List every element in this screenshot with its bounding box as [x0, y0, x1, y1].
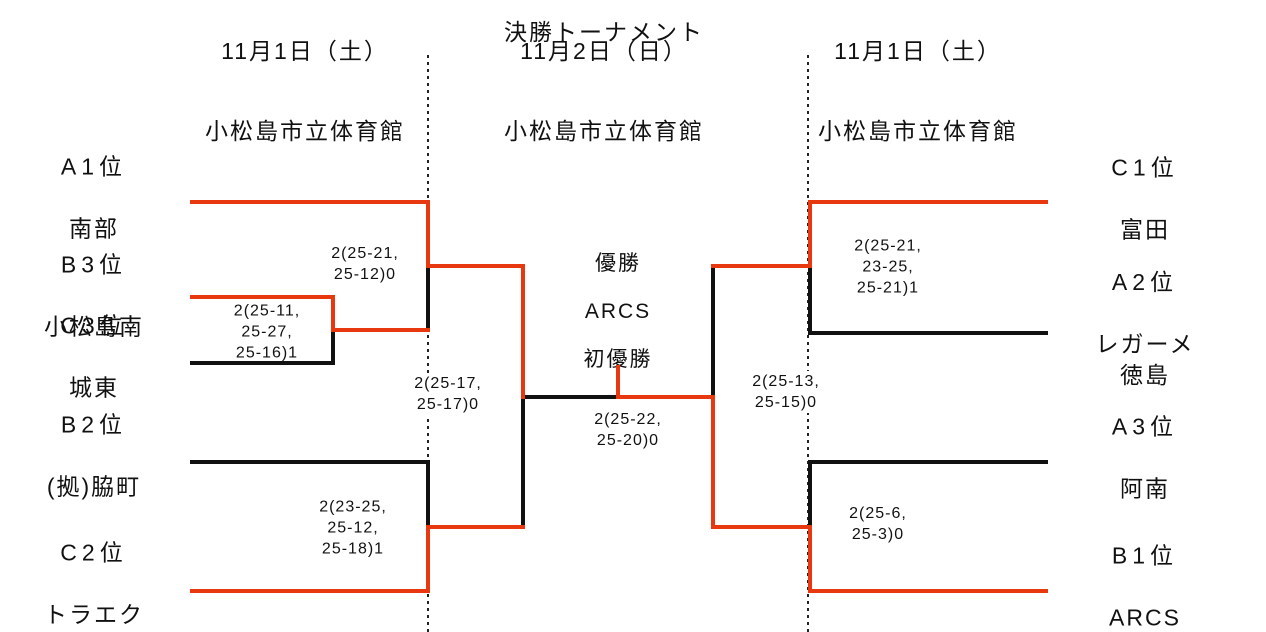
line-left-sf-join-upper-winner	[521, 264, 525, 399]
team-name: 阿南	[1119, 475, 1170, 502]
team-name: ARCS	[1109, 604, 1181, 631]
line-right-sf-join-upper	[711, 266, 715, 397]
team-name: トラエク	[44, 601, 144, 628]
line-team-tomida-winner	[808, 200, 1048, 204]
team-right-c1: C1位 富田	[1111, 122, 1178, 277]
team-name: 南部	[68, 215, 119, 242]
score-left-qf-bottom: 2(23-25, 25-12, 25-18)1	[316, 496, 390, 560]
team-left-a1: A1位 南部	[61, 121, 127, 276]
line-champion-stub	[616, 365, 620, 399]
score-right-qf-top: 2(25-21, 23-25, 25-21)1	[851, 235, 925, 299]
team-left-c3: C3位 城東	[60, 280, 127, 435]
team-seed: B3位	[60, 251, 128, 278]
team-seed: A1位	[60, 153, 128, 180]
line-left-sf-join-lower	[521, 397, 525, 529]
line-right-qf-bottom-join-lower-winner	[808, 525, 812, 591]
team-seed: A2位	[1111, 269, 1179, 295]
champion-note: 初優勝	[583, 348, 653, 371]
line-right-qf-bottom-join-upper	[808, 460, 812, 527]
team-name: (拠)脇町	[46, 473, 142, 500]
line-left-qf-bottom-join-upper	[426, 460, 430, 527]
line-playin-join-lower	[331, 330, 335, 363]
line-left-qf-top-join-upper-winner	[426, 200, 430, 268]
champion-annotation: 優勝 ARCS 初優勝	[584, 228, 653, 396]
line-team-regalme	[808, 331, 1048, 335]
line-playin-join-upper-winner	[331, 295, 335, 332]
header-right-venue: 小松島市立体育館	[818, 118, 1018, 144]
line-playin-exit-winner	[331, 328, 430, 332]
team-name: 城東	[69, 374, 119, 401]
champion-label: 優勝	[595, 252, 641, 275]
line-left-qf-bottom-exit-winner	[426, 525, 525, 529]
header-left-date: 11月1日（土）	[221, 38, 389, 64]
team-seed: C1位	[1111, 154, 1179, 181]
line-right-qf-top-join-lower	[808, 266, 812, 333]
line-left-qf-top-exit-winner	[426, 264, 525, 268]
line-right-qf-top-exit-winner	[711, 264, 812, 268]
score-left-qf-top: 2(25-21, 25-12)0	[328, 243, 402, 285]
team-name: レガーメ徳島	[1095, 331, 1195, 388]
champion-team: ARCS	[584, 300, 652, 323]
line-right-qf-bottom-exit-winner	[711, 525, 812, 529]
team-name: 小松島南	[44, 313, 144, 340]
header-right: 11月1日（土） 小松島市立体育館	[818, 0, 1018, 191]
line-final-right-half-winner	[616, 395, 715, 399]
team-left-b3: B3位 小松島南	[44, 219, 144, 374]
score-left-playin: 2(25-11, 25-27, 25-16)1	[230, 300, 304, 364]
page-title: 決勝トーナメント	[504, 19, 704, 45]
line-left-qf-bottom-join-lower-winner	[426, 525, 430, 591]
team-seed: A3位	[1111, 413, 1179, 440]
score-right-qf-bottom: 2(25-6, 25-3)0	[846, 503, 910, 545]
team-left-c2: C2位 トラエク	[44, 507, 144, 632]
header-left-venue: 小松島市立体育館	[205, 118, 405, 144]
line-team-joto	[190, 361, 335, 365]
header-left: 11月1日（土） 小松島市立体育館	[205, 0, 405, 191]
line-right-sf-join-lower-winner	[711, 395, 715, 529]
header-center-venue: 小松島市立体育館	[504, 118, 704, 144]
team-seed: C3位	[60, 312, 128, 339]
line-right-qf-top-join-upper-winner	[808, 200, 812, 268]
score-final: 2(25-22, 25-20)0	[591, 409, 665, 451]
score-left-semifinal: 2(25-17, 25-17)0	[411, 373, 485, 415]
header-right-date: 11月1日（土）	[834, 38, 1002, 64]
team-seed: C2位	[60, 539, 128, 566]
line-team-komatsushima-minami-winner	[190, 295, 335, 299]
team-seed: B1位	[1111, 542, 1179, 569]
team-seed: B2位	[60, 411, 128, 438]
line-team-nanbu-winner	[190, 200, 430, 204]
line-final-left-half	[521, 395, 618, 399]
line-left-qf-top-join-lower	[426, 266, 430, 332]
score-right-semifinal: 2(25-13, 25-15)0	[749, 371, 823, 413]
header-center: 11月2日（日） 小松島市立体育館	[504, 0, 704, 191]
dotted-divider-right	[807, 55, 809, 632]
line-team-arcs-winner	[808, 589, 1048, 593]
team-left-b2: B2位 (拠)脇町	[47, 379, 141, 534]
team-right-b1: B1位 ARCS	[1109, 510, 1181, 632]
team-name: 富田	[1120, 216, 1170, 243]
line-team-wakimachi	[190, 460, 430, 464]
dotted-divider-left	[427, 55, 429, 632]
team-right-a2: A2位 レガーメ徳島	[1085, 236, 1206, 422]
line-team-toraeku-winner	[190, 589, 430, 593]
header-center-date: 11月2日（日）	[520, 38, 688, 64]
line-team-anan	[808, 460, 1048, 464]
team-right-a3: A3位 阿南	[1112, 381, 1178, 536]
